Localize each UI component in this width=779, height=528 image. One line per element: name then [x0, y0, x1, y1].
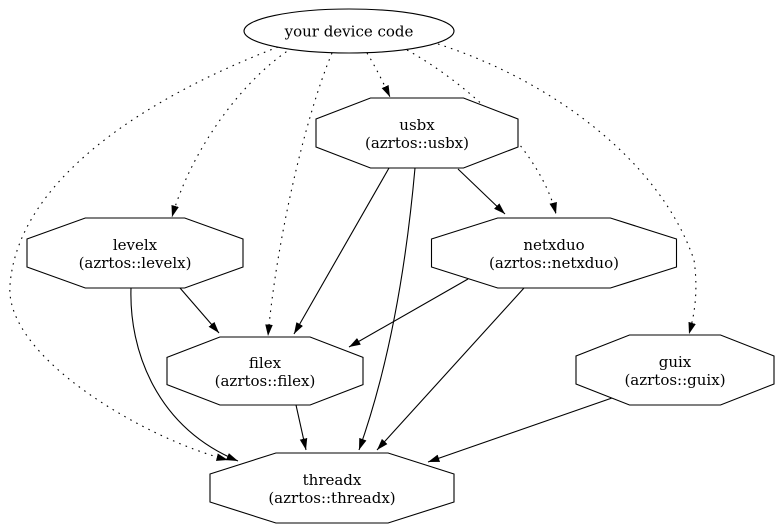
octagon-shape [575, 334, 775, 406]
octagon-shape [209, 452, 455, 524]
node-levelx: levelx(azrtos::levelx) [26, 217, 244, 289]
octagon-shape [166, 336, 364, 406]
node-sublabel: (azrtos::netxduo) [489, 254, 619, 272]
edge-filex-to-threadx [295, 404, 308, 451]
octagon-shape [315, 97, 519, 169]
node-threadx: threadx(azrtos::threadx) [209, 452, 455, 524]
node-label: guix [659, 353, 692, 371]
edge-usbx-to-filex [293, 167, 390, 335]
edge-levelx-to-filex [179, 287, 220, 334]
edge-device-code-to-guix [437, 43, 697, 335]
nodes-layer: your device codeusbx(azrtos::usbx)levelx… [26, 8, 775, 524]
node-sublabel: (azrtos::guix) [624, 371, 725, 389]
node-usbx: usbx(azrtos::usbx) [315, 97, 519, 169]
node-label: threadx [303, 471, 362, 489]
edge-usbx-to-netxduo [457, 168, 506, 215]
edge-device-code-to-threadx [9, 46, 279, 461]
ellipse-shape [243, 8, 455, 54]
node-label: levelx [113, 236, 158, 254]
node-sublabel: (azrtos::threadx) [268, 489, 395, 507]
node-label: netxduo [523, 236, 584, 254]
octagon-shape [430, 217, 678, 289]
edge-device-code-to-filex [265, 52, 333, 337]
node-netxduo: netxduo(azrtos::netxduo) [430, 217, 678, 289]
node-label: your device code [284, 23, 414, 41]
edge-levelx-to-threadx [130, 287, 239, 462]
edge-guix-to-threadx [427, 397, 613, 463]
edge-netxduo-to-filex [348, 278, 469, 348]
node-sublabel: (azrtos::usbx) [365, 134, 469, 152]
node-label: filex [249, 354, 282, 372]
edge-usbx-to-threadx [358, 167, 416, 451]
node-device-code: your device code [243, 8, 455, 54]
node-sublabel: (azrtos::filex) [215, 372, 316, 390]
edge-netxduo-to-threadx [376, 287, 525, 451]
node-filex: filex(azrtos::filex) [166, 336, 364, 406]
edge-device-code-to-levelx [171, 47, 293, 218]
node-guix: guix(azrtos::guix) [575, 334, 775, 406]
edge-device-code-to-usbx [366, 52, 391, 98]
node-label: usbx [399, 116, 435, 134]
octagon-shape [26, 217, 244, 289]
node-sublabel: (azrtos::levelx) [79, 254, 192, 272]
